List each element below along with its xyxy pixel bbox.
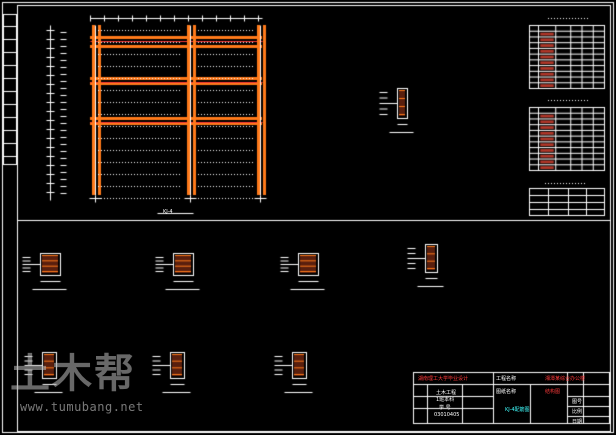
title-scale-label: 比例 <box>572 409 583 415</box>
title-dept: 土木工程 <box>436 390 457 396</box>
title-role-value: 03010405 <box>434 412 460 418</box>
title-school: 湖南理工大学毕业设计 <box>418 376 469 382</box>
title-role: 学 号 <box>439 405 451 411</box>
title-date-label: 日期 <box>572 419 583 425</box>
title-drawing-value: 结构图 <box>545 389 561 395</box>
title-drawing-title: KJ-4配筋图 <box>505 407 530 413</box>
title-class: 1班本科 <box>436 397 455 403</box>
title-project-value: 湘潭某综合办公楼 <box>545 376 586 382</box>
elevation-label: KJ-4 <box>163 209 173 215</box>
title-sheet-label: 图号 <box>572 399 583 405</box>
title-project-label: 工程名称 <box>496 376 517 382</box>
title-drawing-label: 图纸名称 <box>496 389 517 395</box>
